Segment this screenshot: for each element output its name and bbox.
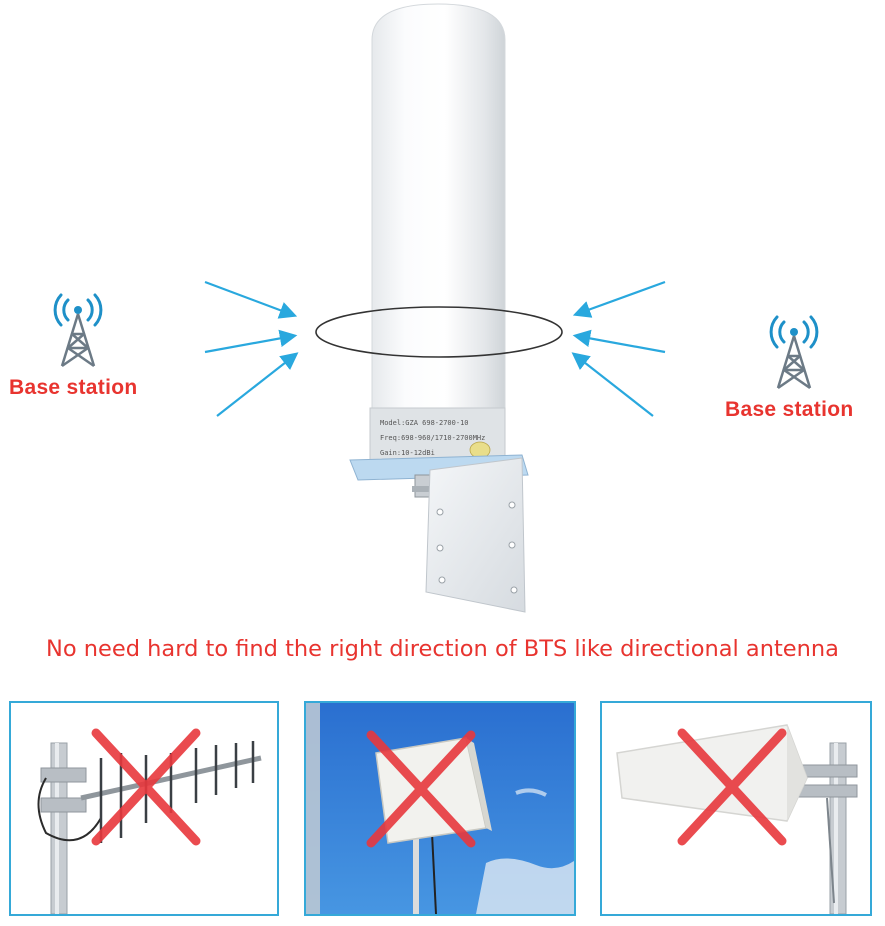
right-base-station-label: Base station	[725, 398, 854, 421]
yagi-antenna-panel	[9, 701, 279, 916]
panel-antenna-panel	[304, 701, 576, 916]
cross-mark-icon	[366, 730, 476, 848]
left-signal-arrows	[204, 280, 299, 417]
log-periodic-antenna-image	[602, 703, 870, 914]
antenna-label-line3: Gain:10-12dBi	[380, 449, 435, 457]
caption: No need hard to find the right direction…	[46, 636, 839, 662]
rotation-ring	[315, 306, 563, 358]
yagi-antenna-image	[11, 703, 277, 914]
omni-antenna-image: Model:GZA 698-2700-10 Freq:698-960/1710-…	[315, 3, 563, 613]
antenna-label-line2: Freq:698-960/1710-2700MHz	[380, 434, 485, 442]
cross-mark-icon	[677, 728, 787, 846]
cell-tower-icon	[769, 315, 819, 390]
right-signal-arrows	[571, 280, 666, 417]
log-periodic-antenna-panel	[600, 701, 872, 916]
cell-tower-icon	[53, 293, 103, 368]
cross-mark-icon	[91, 728, 201, 846]
panel-antenna-image	[306, 703, 574, 914]
left-base-station-label: Base station	[9, 376, 138, 399]
antenna-label-line1: Model:GZA 698-2700-10	[380, 419, 469, 427]
